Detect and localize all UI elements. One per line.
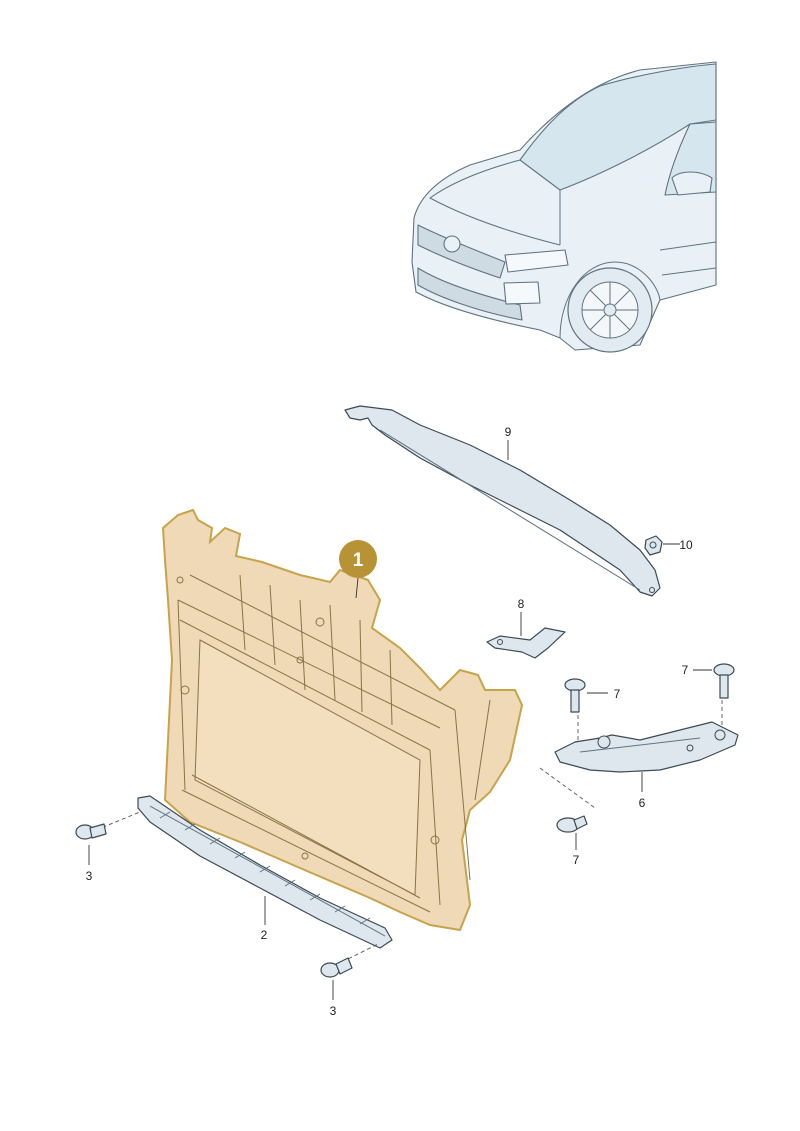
callout-2[interactable]: 2 — [261, 928, 268, 942]
part-10-nut[interactable]: 10 — [644, 535, 693, 556]
carrier-detail-lines — [177, 574, 491, 913]
callout-7-upper-left[interactable]: 7 — [614, 687, 621, 701]
part-6-bracket[interactable]: 6 — [539, 700, 739, 810]
part-3-bolt-left[interactable]: 3 — [75, 811, 141, 883]
part-1-front-module-carrier[interactable]: 1 — [161, 508, 524, 932]
part-3-bolt-right[interactable]: 3 — [320, 943, 379, 1018]
part-7-screw-lower[interactable]: 7 — [556, 815, 588, 867]
callout-8[interactable]: 8 — [518, 597, 525, 611]
part-8-small-bracket[interactable]: 8 — [486, 597, 566, 659]
highlight-badge-label: 1 — [353, 550, 364, 571]
part-2-lower-air-guide[interactable]: 2 — [137, 795, 393, 949]
callout-7-upper-right[interactable]: 7 — [682, 663, 689, 677]
callout-3-right[interactable]: 3 — [330, 1004, 337, 1018]
part-9-upper-cross-member[interactable]: 9 — [344, 405, 661, 597]
highlight-badge[interactable] — [339, 540, 377, 578]
vehicle-illustration — [411, 61, 717, 353]
part-7-screw-upper-right[interactable]: 7 — [682, 663, 735, 699]
callout-7-lower[interactable]: 7 — [573, 853, 580, 867]
carrier-holes — [176, 576, 440, 860]
callout-9[interactable]: 9 — [505, 425, 512, 439]
part-7-screw-upper-left[interactable]: 7 — [564, 678, 621, 713]
callout-3-left[interactable]: 3 — [86, 869, 93, 883]
callout-leader-1 — [355, 577, 359, 599]
callout-6[interactable]: 6 — [639, 796, 646, 810]
callout-10[interactable]: 10 — [679, 538, 693, 552]
brand-emblem-icon — [443, 235, 461, 253]
